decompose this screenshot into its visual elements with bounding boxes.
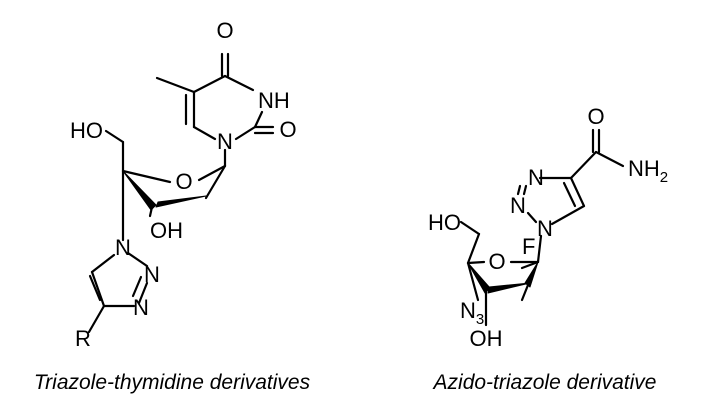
atom-o-carbonyl-top: O — [216, 18, 233, 43]
wedge-bond — [487, 282, 531, 294]
atom-nh: NH — [258, 88, 290, 113]
bond — [516, 184, 522, 196]
atom-n-mid: N — [510, 193, 526, 218]
atom-o-carbonyl-right: O — [279, 117, 296, 142]
atom-n1: N — [115, 235, 131, 260]
bond — [466, 261, 480, 302]
bond — [197, 164, 227, 182]
wedge-bond — [155, 195, 207, 208]
bond — [126, 251, 149, 268]
bond — [204, 164, 227, 200]
caption-right: Azido-triazole derivative — [432, 371, 657, 394]
atom-ho: HO — [70, 118, 103, 143]
bond — [536, 234, 543, 264]
bond — [192, 74, 227, 94]
atom-n2: N — [144, 262, 160, 287]
caption-left: Triazole-thymidine derivatives — [34, 371, 311, 394]
bond — [131, 275, 143, 298]
n3-label: N — [460, 298, 476, 323]
bond — [90, 253, 116, 274]
bond — [520, 283, 530, 302]
n3-subscript: 3 — [476, 311, 484, 328]
nh2-label: NH — [628, 156, 660, 181]
bond — [137, 281, 149, 305]
atom-oh: OH — [150, 218, 183, 243]
bond — [594, 150, 625, 168]
bond — [223, 74, 255, 92]
atom-r-group: R — [75, 326, 91, 351]
bond — [466, 232, 481, 265]
bond — [569, 176, 586, 208]
bond — [234, 125, 257, 141]
atom-n-top: N — [528, 165, 544, 190]
bond — [87, 304, 106, 334]
wedge-bond — [122, 170, 157, 211]
bond — [104, 129, 125, 144]
left-structure — [87, 52, 275, 334]
atom-n-ring-attach: N — [537, 216, 553, 241]
bond — [569, 150, 598, 180]
bond — [90, 270, 106, 308]
right-atom-labels: O NH2 N N N HO O F N3 OH — [428, 104, 668, 351]
wedge-bond — [467, 262, 491, 294]
bond — [192, 125, 217, 141]
bond — [562, 181, 577, 208]
nh2-subscript: 2 — [660, 169, 668, 186]
right-structure — [459, 128, 625, 327]
atom-oh: OH — [470, 326, 503, 351]
bond — [459, 220, 481, 236]
atom-o-ring: O — [175, 169, 192, 194]
left-atom-labels: O NH O N HO O OH N N N R — [70, 18, 297, 351]
bond — [550, 204, 586, 226]
atom-n-glycosidic: N — [217, 129, 233, 154]
bond — [148, 205, 154, 218]
bond — [466, 260, 486, 265]
bond — [526, 211, 538, 224]
bond — [520, 260, 540, 270]
atom-f: F — [522, 234, 535, 259]
atom-n3: N — [133, 295, 149, 320]
atom-ho: HO — [428, 210, 461, 235]
bond — [121, 169, 172, 184]
bond — [253, 110, 264, 129]
atom-n3: N3 — [460, 298, 484, 328]
atom-o-ring: O — [488, 249, 505, 274]
bond — [155, 76, 196, 94]
bond — [522, 184, 528, 196]
bond — [88, 274, 102, 302]
atom-o-amide: O — [587, 104, 604, 129]
atom-nh2: NH2 — [628, 156, 668, 186]
